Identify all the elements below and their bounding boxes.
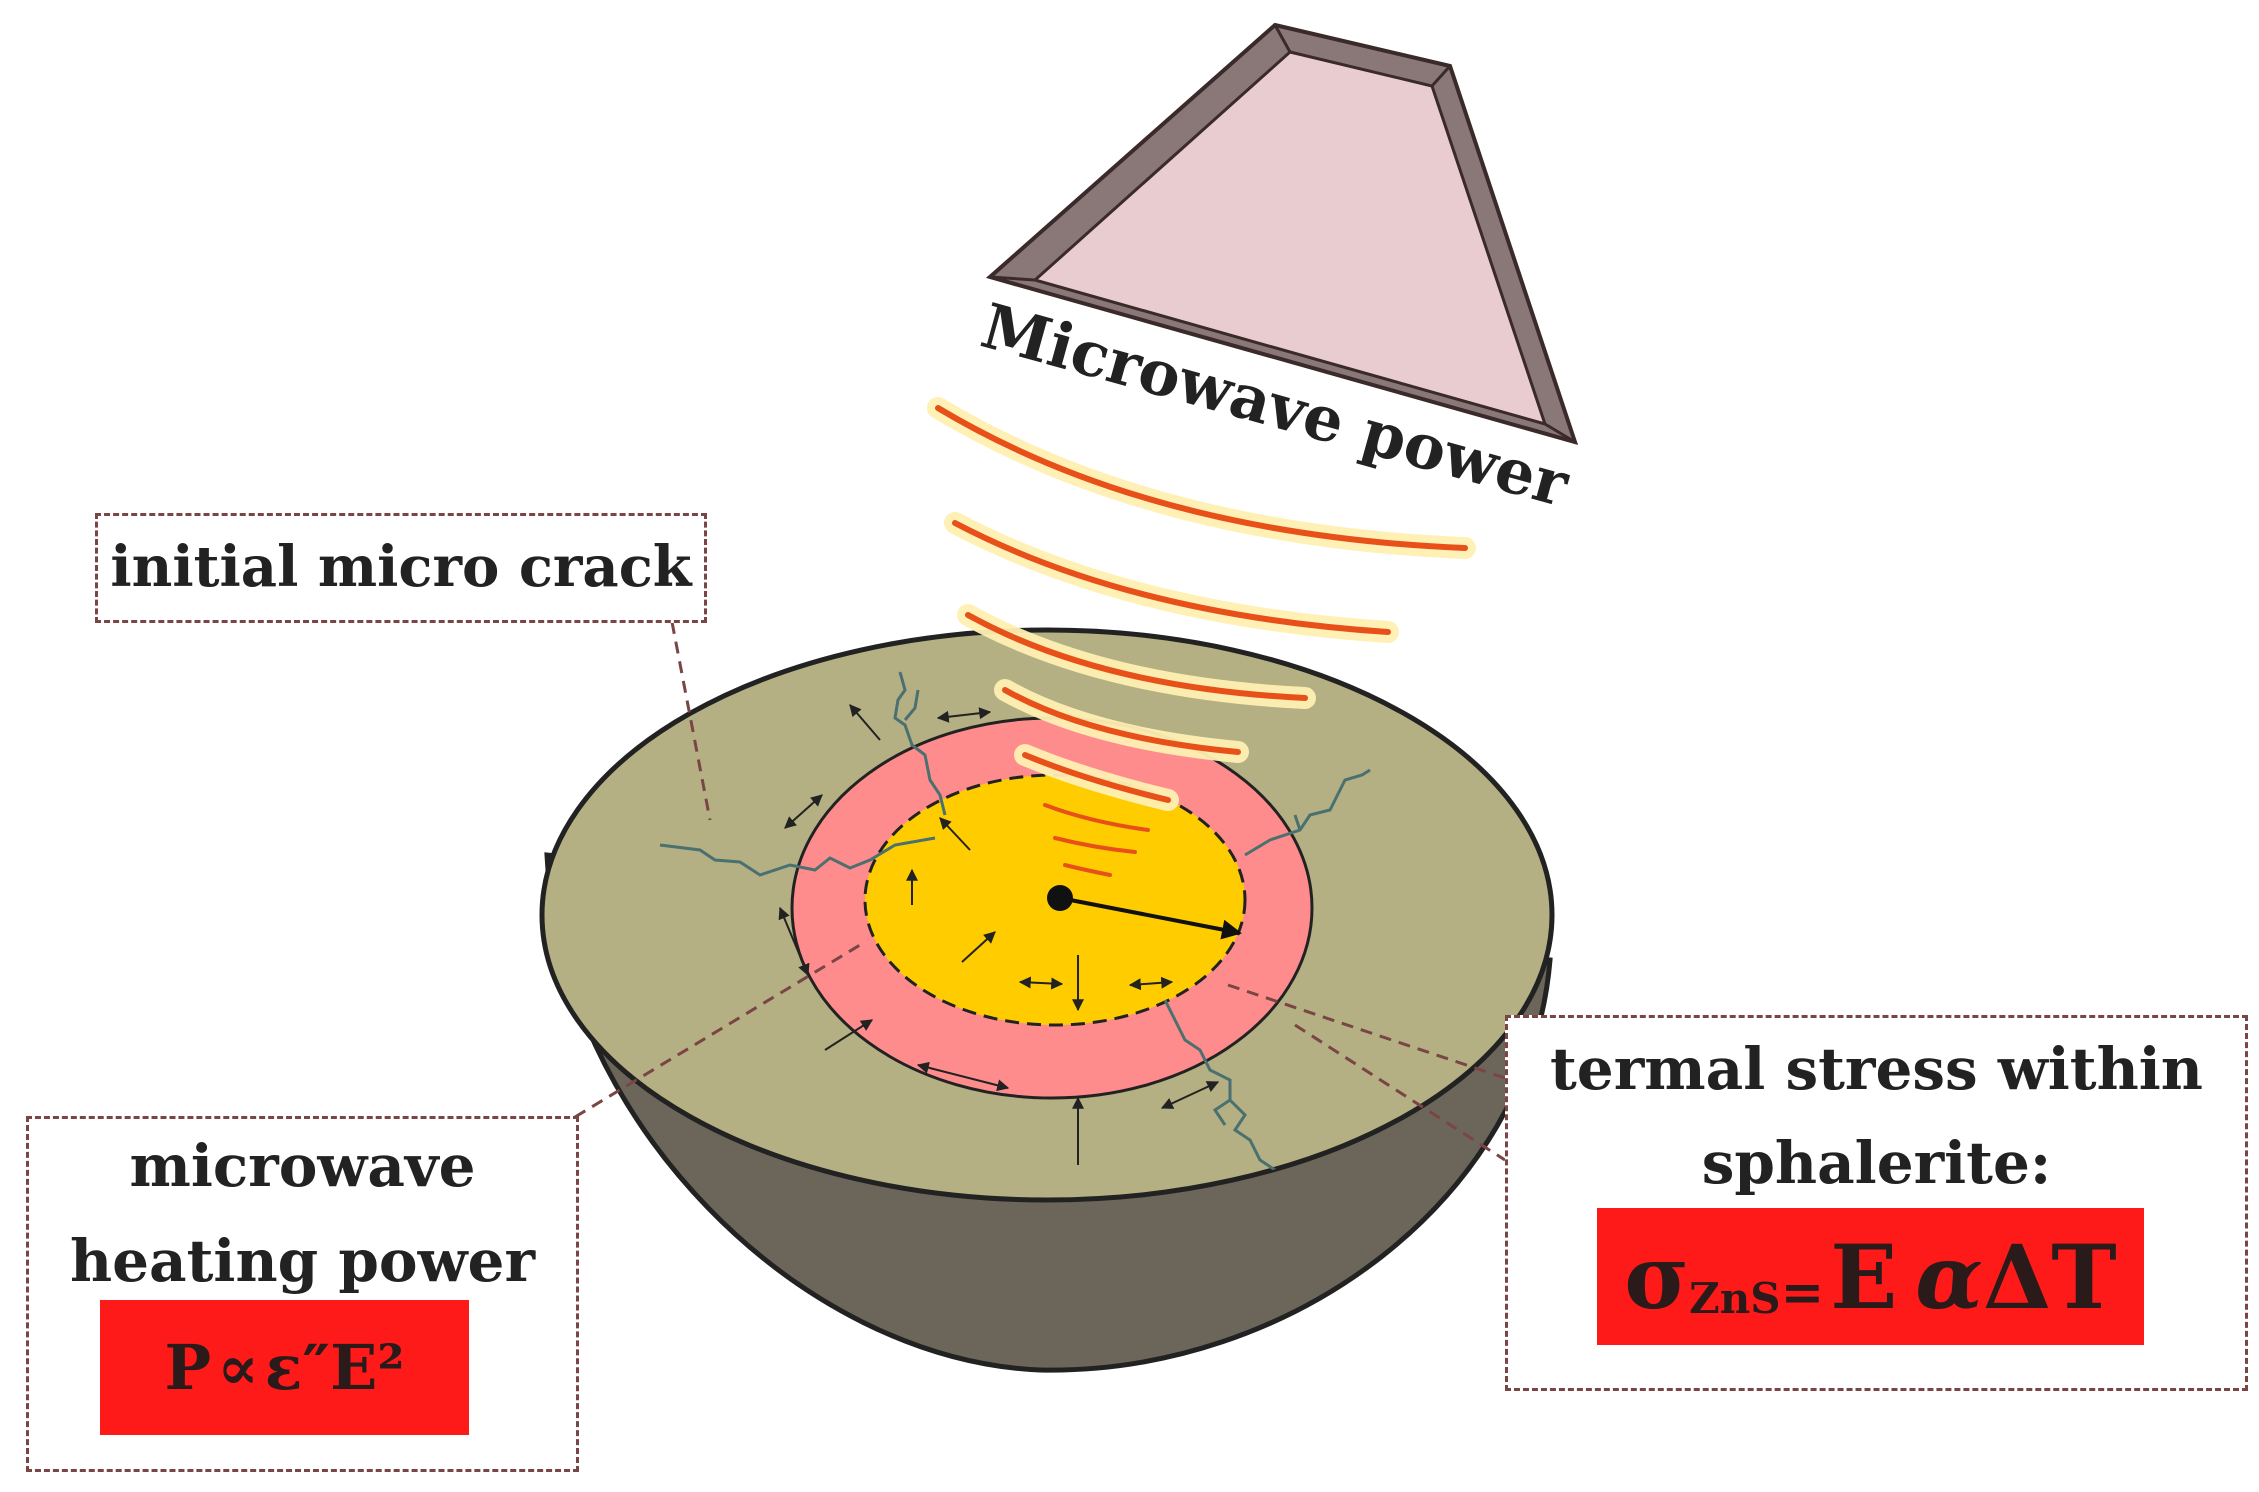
formula-equals: = [1780, 1262, 1825, 1323]
leader-lines [574, 621, 1506, 1162]
heating-label-line2: heating power [69, 1227, 536, 1295]
formula-alpha: α [1915, 1224, 1984, 1329]
formula-subscript-zns: ZnS [1689, 1274, 1781, 1323]
formula-epsilon-term: ε″E² [264, 1331, 405, 1404]
stress-arrows [778, 704, 1220, 1165]
initial-crack-label: initial micro crack [110, 534, 692, 600]
initial-crack-box [95, 513, 707, 623]
formula-e: E [1830, 1224, 1898, 1329]
hemisphere [539, 627, 1555, 1373]
heating-formula: P ∝ ε″E² [100, 1300, 469, 1435]
heating-label-line1: microwave [129, 1132, 476, 1200]
stress-label-line1: termal stress within [1550, 1035, 2203, 1103]
formula-sigma: σ [1624, 1224, 1690, 1329]
stress-label-line2: sphalerite: [1701, 1129, 2052, 1197]
formula-p: P [164, 1331, 212, 1404]
radius-arrow [1059, 896, 1242, 940]
microwave-horn [985, 22, 1579, 445]
cracks [659, 671, 1371, 1191]
microwave-waves [927, 397, 1476, 877]
stress-formula: σ ZnS = E α ΔT [1597, 1208, 2144, 1345]
formula-delta-t: ΔT [1983, 1224, 2117, 1329]
proportional-symbol: ∝ [217, 1331, 259, 1404]
